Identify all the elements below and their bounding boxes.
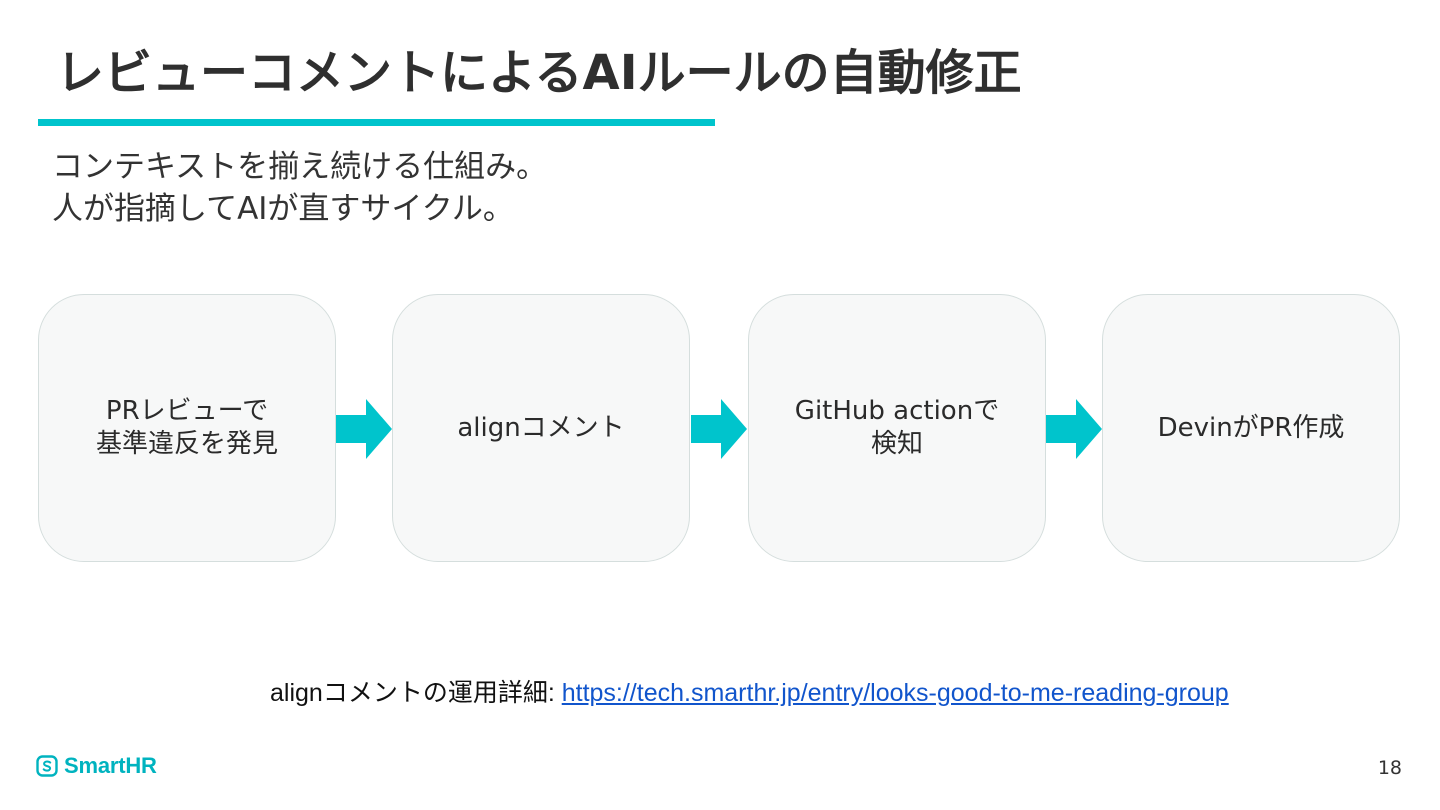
right-arrow-icon — [336, 399, 392, 459]
slide-title: レビューコメントによるAIルールの自動修正 — [56, 45, 1022, 101]
flow-step-pr-review: PRレビューで 基準違反を発見 — [38, 294, 336, 562]
flow-step-github-action: GitHub actionで 検知 — [748, 294, 1046, 562]
page-number: 18 — [1377, 757, 1402, 779]
right-arrow-icon — [1046, 399, 1102, 459]
right-arrow-icon — [691, 399, 747, 459]
flow-step-label: DevinがPR作成 — [1157, 412, 1345, 443]
flow-step-label: alignコメント — [457, 412, 625, 443]
flow-step-label: PRレビューで 基準違反を発見 — [95, 396, 278, 459]
title-underline — [38, 119, 715, 126]
flow-step-align-comment: alignコメント — [392, 294, 690, 562]
reference-link-prefix: alignコメントの運用詳細: — [270, 679, 562, 707]
smarthr-logo-icon — [36, 755, 58, 777]
slide-subtitle: コンテキストを揃え続ける仕組み。 人が指摘してAIが直すサイクル。 — [52, 149, 548, 227]
reference-link[interactable]: https://tech.smarthr.jp/entry/looks-good… — [561, 679, 1229, 707]
logo-text: SmartHR — [64, 753, 157, 778]
flow-step-devin-pr: DevinがPR作成 — [1102, 294, 1400, 562]
flow-step-label: GitHub actionで 検知 — [794, 396, 1000, 459]
reference-link-line: alignコメントの運用詳細: https://tech.smarthr.jp/… — [270, 676, 1229, 710]
company-logo: SmartHR — [36, 753, 157, 779]
